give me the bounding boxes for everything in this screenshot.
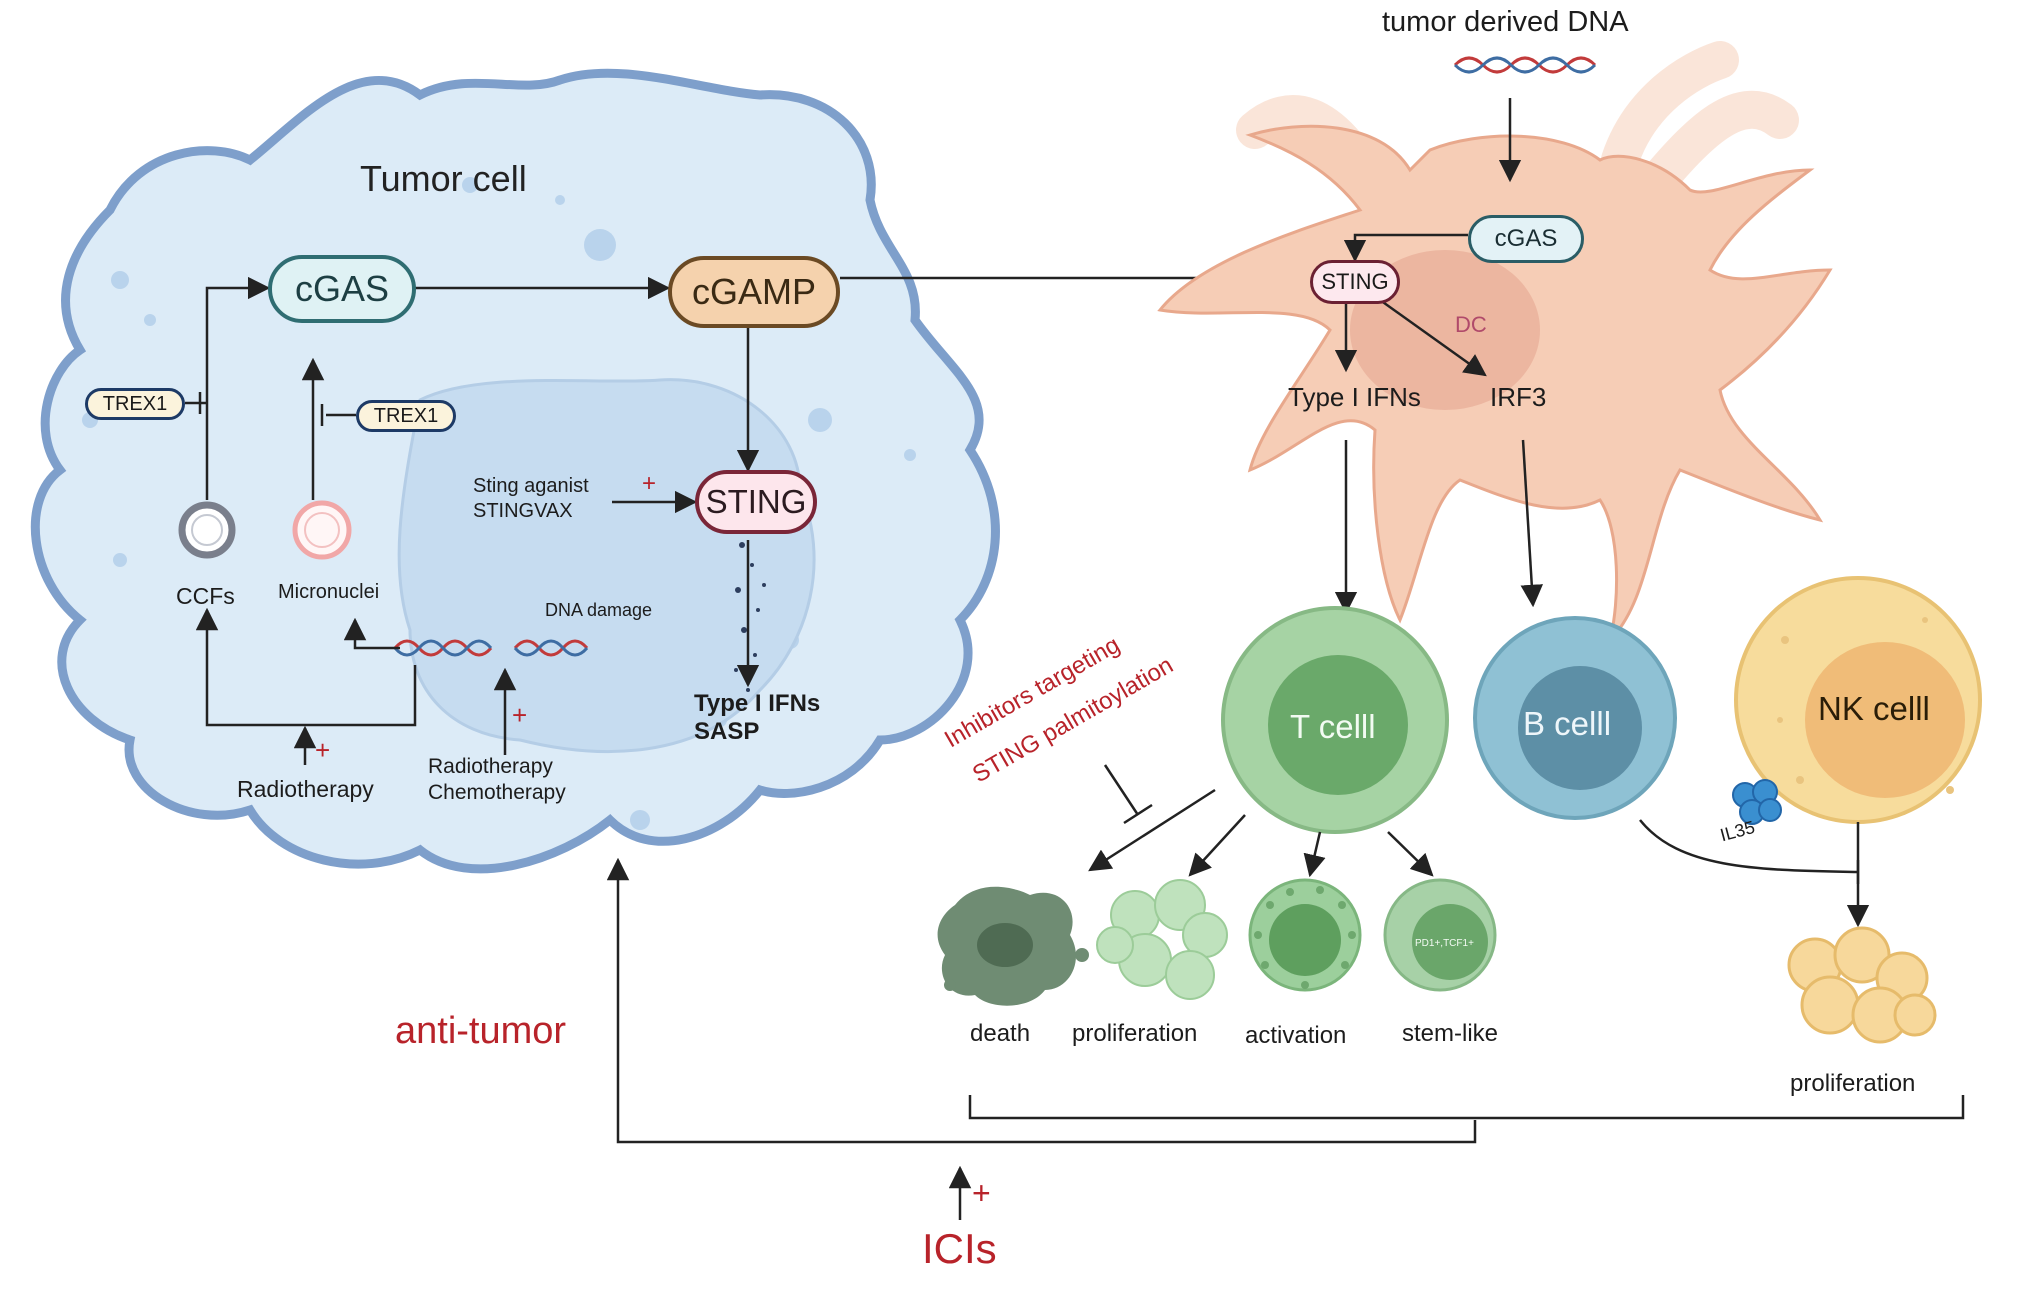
tcell-to-proliferation-arrow [1188, 814, 1246, 877]
sting-agonist-label: Sting aganist [473, 475, 589, 497]
dc-cgas-to-sting-arrow [1343, 233, 1468, 263]
pd1-tcf1-label: PD1+,TCF1+ [1415, 938, 1474, 949]
bracket-to-tumor-arrow [606, 857, 1477, 1144]
tumor-derived-dna-label: tumor derived DNA [1382, 6, 1629, 38]
dendritic-cell [1157, 41, 1833, 645]
icis-plus-sign: + [972, 1175, 991, 1211]
proliferation-tcells-icon [1096, 879, 1228, 1000]
dc-sting-to-irf3-arrow [1379, 298, 1487, 377]
tumor-cell-label: Tumor cell [360, 158, 527, 199]
proliferation-t-label: proliferation [1072, 1020, 1198, 1047]
stem-like-cell-icon [1383, 878, 1497, 992]
dna-helix-icon [393, 56, 1597, 657]
bcell-il35-inhibit [1639, 819, 1859, 874]
il35-molecule-icon [1732, 779, 1782, 825]
sting-signal-dots [734, 542, 766, 692]
tcell-to-stem-arrow [1387, 831, 1434, 877]
dc-irf3-to-bcell-arrow [1520, 439, 1544, 608]
sasp-label: SASP [694, 718, 760, 745]
tcell-to-activation-arrow [1303, 831, 1326, 878]
type1-ifns-dc-label: Type I IFNs [1288, 382, 1421, 412]
cgamp-node: cGAMP [668, 256, 840, 328]
proliferation-nk-icon [1787, 926, 1937, 1044]
trex1-b-node: TREX1 [356, 400, 456, 432]
inhibitor-tbar [1103, 764, 1153, 825]
activation-cell-icon [1248, 878, 1362, 992]
radiotherapy-label: Radiotherapy [237, 776, 374, 802]
b-cell-label: B celll [1523, 705, 1612, 742]
ccfs-label: CCFs [176, 583, 235, 609]
cgas-tumor-node: cGAS [268, 255, 416, 323]
tcell-to-death-arrow [1088, 788, 1216, 872]
dc-label: DC [1455, 312, 1487, 337]
ccf-to-cgas-arrow [205, 276, 271, 500]
radiotherapy-plus-sign: + [315, 735, 331, 765]
stem-like-label: stem-like [1402, 1020, 1499, 1047]
sting-tumor-node: STING [695, 470, 817, 534]
t-cell-label: T celll [1290, 708, 1376, 745]
stingvax-label: STINGVAX [473, 500, 573, 522]
death-label: death [970, 1020, 1031, 1047]
icis-label: ICIs [922, 1225, 997, 1272]
chemo-plus-sign: + [512, 700, 528, 730]
micronuclei-label: Micronuclei [278, 581, 380, 603]
dna-to-micronuclei-arrow [343, 617, 400, 650]
tumor-nucleus [397, 378, 816, 754]
radiotherapy-chemo-label: Radiotherapy [428, 755, 553, 778]
agonist-plus-sign: + [642, 470, 657, 497]
sting-dc-node: STING [1310, 260, 1400, 304]
outcome-bracket [968, 1095, 1965, 1120]
ccf-ring [178, 501, 236, 559]
activation-label: activation [1245, 1022, 1347, 1049]
anti-tumor-label: anti-tumor [395, 1010, 567, 1052]
micronuclei-ring [292, 500, 352, 560]
dna-to-ccf-arrow [195, 607, 417, 727]
chemotherapy-label: Chemotherapy [428, 781, 566, 804]
nk-cell-label: NK celll [1818, 690, 1930, 727]
irf3-label: IRF3 [1490, 382, 1547, 412]
cgas-dc-node: cGAS [1468, 215, 1584, 263]
type1-ifns-tumor-label: Type I IFNs [694, 690, 821, 717]
trex1-a-node: TREX1 [85, 388, 185, 420]
dna-damage-label: DNA damage [545, 600, 653, 620]
death-cell-icon [937, 886, 1089, 1006]
proliferation-nk-label: proliferation [1790, 1070, 1916, 1097]
